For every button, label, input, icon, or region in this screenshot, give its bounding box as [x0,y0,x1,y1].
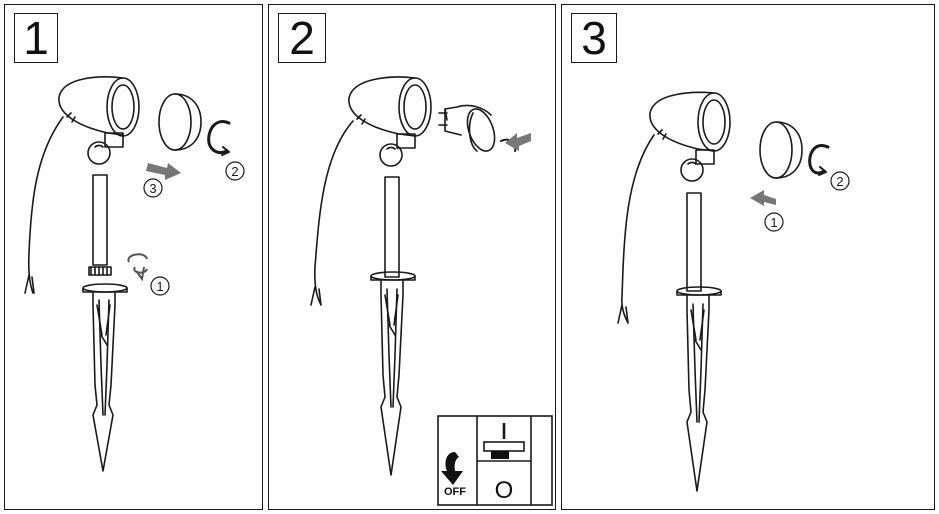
off-label: OFF [444,486,466,498]
callout-3 [143,178,163,198]
callout-1-label: 1 [156,279,163,294]
step-number: 2 [278,13,326,63]
callout-1 [150,276,170,296]
panel-step-3: 3 [561,4,935,510]
panel-step-2: 2 [268,4,556,510]
ground-spike [370,271,416,476]
power-cable [24,116,64,294]
callout-2-label: 2 [231,164,238,179]
step-3-illustration: 1 2 [617,91,850,492]
step-2-illustration: OFF O [310,76,553,506]
rotate-arrow-icon [207,120,231,155]
twist-arrow-icon [127,253,148,282]
callout-3-label: 3 [149,181,156,196]
lamp-head [348,76,432,137]
rotate-arrow-icon [808,144,830,175]
push-arrow-icon [505,133,531,151]
lamp-stem [384,176,400,278]
power-cable [617,134,655,324]
lamp-head [649,91,731,152]
lamp-stem [686,192,702,292]
gu10-bulb [438,104,496,152]
ground-spike [676,286,722,492]
step-1-illustration: 1 2 3 [24,76,245,472]
lamp-head [58,76,140,137]
panel-step-1: 1 [4,4,263,510]
push-arrow-icon [146,163,181,180]
step-number: 1 [14,13,58,63]
lamp-stem [88,174,112,276]
ground-spike [82,283,128,472]
lens-cover [158,93,202,151]
callout-2 [830,171,850,191]
power-cable [310,120,354,306]
callout-1 [764,212,784,232]
push-arrow-icon [750,190,776,206]
swivel-joint [680,149,715,182]
callout-2-label: 2 [836,174,843,189]
off-symbol: O [495,477,514,504]
lens-cover [759,121,803,179]
callout-1-label: 1 [770,215,777,230]
callout-2 [225,161,245,181]
power-switch-icon [437,415,553,506]
swivel-joint [379,133,416,167]
swivel-joint [87,132,124,165]
step-number: 3 [571,13,617,63]
